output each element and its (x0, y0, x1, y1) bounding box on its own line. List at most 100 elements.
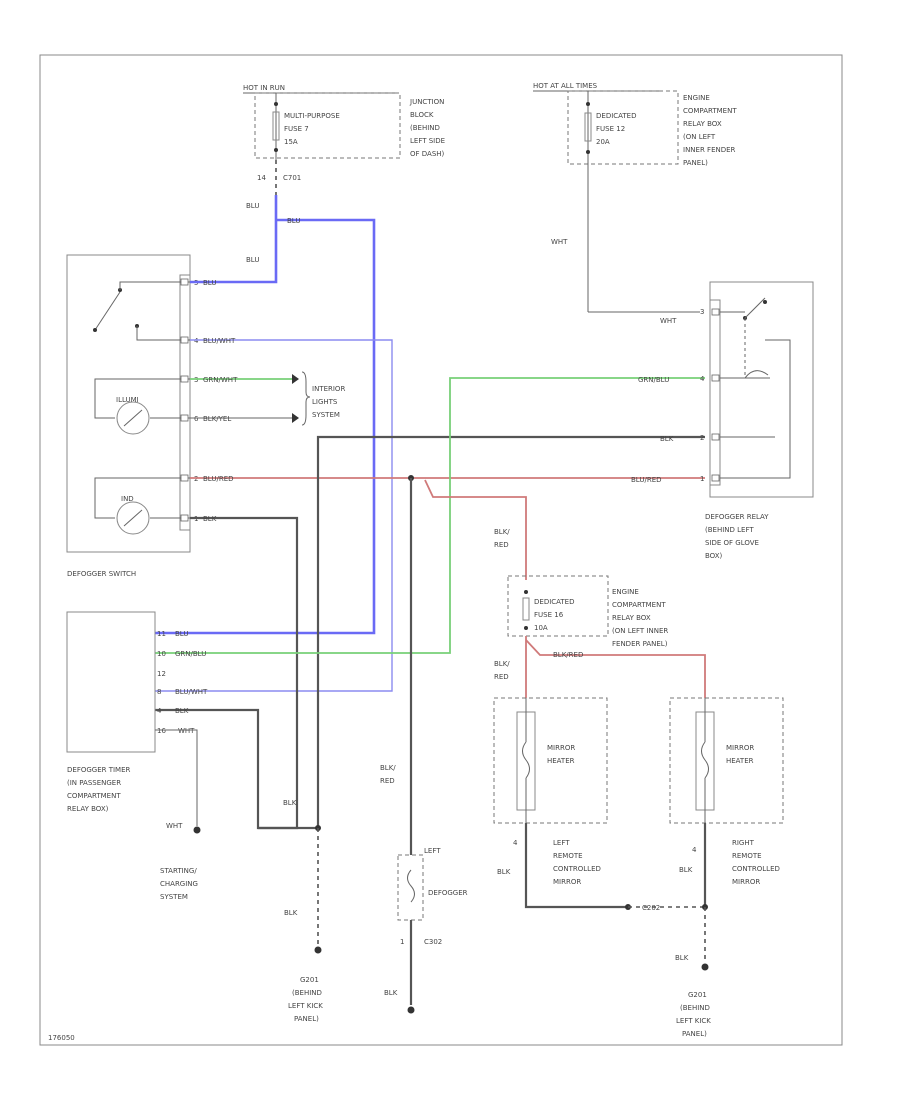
svg-text:BLK: BLK (675, 954, 689, 962)
svg-text:(BEHIND: (BEHIND (680, 1004, 710, 1012)
svg-text:REMOTE: REMOTE (732, 852, 762, 860)
svg-text:(BEHIND: (BEHIND (292, 989, 322, 997)
svg-text:G201: G201 (300, 976, 319, 984)
svg-text:1: 1 (400, 938, 404, 946)
svg-text:3: 3 (194, 376, 198, 384)
svg-text:(BEHIND LEFT: (BEHIND LEFT (705, 526, 754, 534)
svg-text:STARTING/: STARTING/ (160, 867, 197, 875)
hot-in-run-label: HOT IN RUN (243, 84, 285, 92)
svg-text:8: 8 (157, 688, 161, 696)
svg-text:4: 4 (194, 337, 199, 345)
wire-blu-timer (155, 218, 376, 635)
svg-text:BLOCK: BLOCK (410, 111, 434, 119)
svg-text:HEATER: HEATER (726, 757, 754, 765)
svg-text:4: 4 (692, 846, 697, 854)
svg-text:16: 16 (157, 727, 166, 735)
svg-text:LEFT: LEFT (553, 839, 570, 847)
wire-blk-switch (155, 516, 299, 830)
svg-text:SYSTEM: SYSTEM (312, 411, 340, 419)
svg-text:BLU: BLU (203, 279, 216, 287)
fuse-block-junction: HOT IN RUN MULTI-PURPOSE FUSE 7 15A JUNC… (243, 84, 445, 264)
svg-text:LEFT KICK: LEFT KICK (676, 1017, 711, 1025)
svg-text:MIRROR: MIRROR (732, 878, 760, 886)
svg-text:FENDER PANEL): FENDER PANEL) (612, 640, 668, 648)
svg-text:BLU: BLU (246, 256, 259, 264)
svg-text:DEDICATED: DEDICATED (534, 598, 575, 606)
svg-text:BOX): BOX) (705, 552, 723, 560)
svg-text:4: 4 (157, 707, 162, 715)
svg-text:CHARGING: CHARGING (160, 880, 198, 888)
svg-text:ENGINE: ENGINE (683, 94, 710, 102)
svg-text:OF DASH): OF DASH) (410, 150, 445, 158)
svg-text:BLK: BLK (497, 868, 511, 876)
defogger-relay: 3 4 2 1 WHT GRN/BLU BLK BLU/RED DEFOGGER… (631, 281, 814, 560)
svg-text:10: 10 (157, 650, 166, 658)
svg-text:MIRROR: MIRROR (553, 878, 581, 886)
svg-text:C202: C202 (642, 904, 660, 912)
svg-text:FUSE 12: FUSE 12 (596, 125, 625, 133)
svg-text:RELAY BOX: RELAY BOX (612, 614, 651, 622)
svg-text:BLU/WHT: BLU/WHT (203, 337, 236, 345)
defogger-switch-label: DEFOGGER SWITCH (67, 570, 136, 578)
right-mirror-heater: MIRROR HEATER 4 RIGHT REMOTE CONTROLLED … (669, 697, 784, 886)
svg-text:DEFOGGER TIMER: DEFOGGER TIMER (67, 766, 131, 774)
svg-text:(ON LEFT INNER: (ON LEFT INNER (612, 627, 668, 635)
svg-text:BLK/RED: BLK/RED (553, 651, 583, 659)
svg-text:MIRROR: MIRROR (726, 744, 754, 752)
diagram-reference-number: 176050 (48, 1034, 75, 1042)
svg-text:G201: G201 (688, 991, 707, 999)
svg-text:COMPARTMENT: COMPARTMENT (612, 601, 666, 609)
svg-text:COMPARTMENT: COMPARTMENT (67, 792, 121, 800)
svg-text:11: 11 (157, 630, 166, 638)
svg-text:6: 6 (194, 415, 199, 423)
svg-text:SIDE OF GLOVE: SIDE OF GLOVE (705, 539, 759, 547)
svg-text:COMPARTMENT: COMPARTMENT (683, 107, 737, 115)
svg-text:BLK/: BLK/ (494, 660, 510, 668)
fuse-7-name: MULTI-PURPOSE (284, 112, 340, 120)
svg-text:INTERIOR: INTERIOR (312, 385, 345, 393)
svg-text:BLK: BLK (284, 909, 298, 917)
svg-text:REMOTE: REMOTE (553, 852, 583, 860)
rear-defogger: LEFT DEFOGGER 1 C302 (397, 847, 468, 946)
svg-text:RED: RED (380, 777, 395, 785)
svg-text:BLU/RED: BLU/RED (203, 475, 234, 483)
defogger-switch: ILLUMI IND 5 4 3 6 2 1 DEFOGGER SWITCH (66, 254, 199, 578)
svg-text:BLK: BLK (203, 515, 217, 523)
fuse-block-engine-relay-box: HOT AT ALL TIMES DEDICATED FUSE 12 20A E… (533, 82, 737, 313)
svg-text:LEFT KICK: LEFT KICK (288, 1002, 323, 1010)
fuse-block-mirror: DEDICATED FUSE 16 10A ENGINE COMPARTMENT… (507, 575, 668, 648)
indicator-lamp-label: IND (121, 495, 134, 503)
svg-text:DEFOGGER RELAY: DEFOGGER RELAY (705, 513, 769, 521)
svg-text:LIGHTS: LIGHTS (312, 398, 338, 406)
wire-blk-red-mirror (424, 479, 527, 580)
svg-text:MIRROR: MIRROR (547, 744, 575, 752)
svg-text:GRN/BLU: GRN/BLU (175, 650, 206, 658)
svg-text:C701: C701 (283, 174, 301, 182)
svg-text:GRN/BLU: GRN/BLU (638, 376, 669, 384)
left-mirror-heater: MIRROR HEATER 4 LEFT REMOTE CONTROLLED M… (493, 697, 608, 886)
fuse-7-rating: 15A (284, 138, 298, 146)
svg-text:14: 14 (257, 174, 266, 182)
svg-text:(IN PASSENGER: (IN PASSENGER (67, 779, 121, 787)
svg-text:RED: RED (494, 673, 509, 681)
svg-text:4: 4 (513, 839, 518, 847)
svg-text:BLU: BLU (246, 202, 259, 210)
svg-text:10A: 10A (534, 624, 548, 632)
svg-text:SYSTEM: SYSTEM (160, 893, 188, 901)
svg-text:BLK/: BLK/ (380, 764, 396, 772)
svg-text:JUNCTION: JUNCTION (409, 98, 444, 106)
svg-text:PANEL): PANEL) (683, 159, 708, 167)
svg-text:GRN/WHT: GRN/WHT (203, 376, 238, 384)
svg-text:4: 4 (700, 375, 705, 383)
svg-text:RIGHT: RIGHT (732, 839, 755, 847)
svg-text:2: 2 (194, 475, 198, 483)
svg-text:20A: 20A (596, 138, 610, 146)
svg-text:HEATER: HEATER (547, 757, 575, 765)
svg-text:WHT: WHT (178, 727, 195, 735)
svg-text:CONTROLLED: CONTROLLED (732, 865, 780, 873)
svg-text:DEDICATED: DEDICATED (596, 112, 637, 120)
svg-text:BLU/WHT: BLU/WHT (175, 688, 208, 696)
svg-text:WHT: WHT (660, 317, 677, 325)
svg-text:1: 1 (700, 475, 704, 483)
svg-text:INNER FENDER: INNER FENDER (683, 146, 736, 154)
